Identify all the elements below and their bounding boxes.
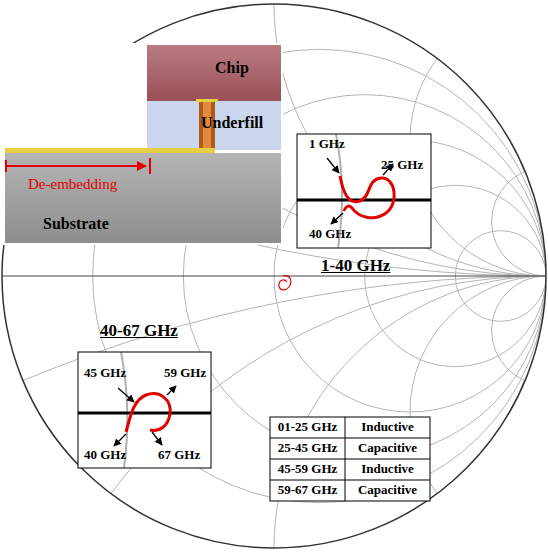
frequency-label: 40 GHz: [309, 227, 351, 242]
inset-heading: 1-40 GHz: [321, 256, 390, 276]
reactance-arc: [0, 276, 548, 553]
table-cell: 59-67 GHz: [278, 483, 338, 498]
substrate-layer: Substrate: [5, 153, 281, 243]
reactance-arc: [492, 276, 548, 385]
reactance-arc: [492, 167, 548, 276]
leader-arrow: [118, 388, 134, 402]
layer-name: Underfill: [201, 114, 263, 132]
reactance-arc: [2, 276, 548, 553]
chip-pad: [196, 99, 218, 102]
substrate-body: [5, 153, 281, 243]
reactance-arc: [0, 0, 548, 276]
inset-border: [78, 352, 211, 468]
frequency-label: 40 GHz: [84, 448, 126, 463]
leader-arrow: [114, 434, 126, 446]
impedance-trace: [126, 394, 170, 432]
chip-layer: Chip: [147, 45, 281, 101]
dimension-label: De-embedding: [28, 176, 117, 193]
chip-body: [147, 45, 281, 101]
reactance-arc: [2, 0, 548, 276]
frequency-label: 45 GHz: [84, 366, 126, 381]
table-cell: Inductive: [361, 420, 414, 435]
table-cell: 45-59 GHz: [278, 462, 338, 477]
table-cell: 01-25 GHz: [278, 420, 338, 435]
de-embedding-arrow: [6, 165, 146, 167]
cross-section-ground: [3, 43, 283, 245]
inset-ground: [297, 134, 431, 248]
table-cell: Capacitive: [358, 441, 417, 456]
impedance-trace: [279, 276, 291, 290]
table-rule: [270, 480, 430, 481]
leader-arrow: [152, 432, 162, 445]
zoom-inset: 1 GHz25 GHz40 GHz1-40 GHz: [297, 134, 431, 248]
real-axis: [78, 412, 211, 415]
leader-arrow: [167, 386, 176, 395]
impedance-trace: [340, 176, 394, 218]
table-cell: 25-45 GHz: [278, 441, 338, 456]
frequency-label: 25 GHz: [381, 158, 423, 173]
table-rule: [270, 438, 430, 439]
underfill-body: [147, 101, 281, 150]
frequency-label: 1 GHz: [309, 137, 345, 152]
zoom-inset: 40-67 GHz45 GHz59 GHz40 GHz67 GHz: [78, 352, 211, 468]
frequency-label: 67 GHz: [158, 448, 200, 463]
underfill-layer: Underfill: [147, 101, 281, 150]
signal-trace: [5, 148, 215, 153]
inset-ground: [78, 352, 211, 468]
reactance-arc: [410, 276, 548, 548]
table-cell: Capacitive: [358, 483, 417, 498]
inset-heading: 40-67 GHz: [100, 321, 178, 341]
layer-name: Substrate: [43, 215, 109, 233]
de-embedding-tick: [149, 158, 151, 174]
layer-name: Chip: [215, 59, 249, 77]
inset-border: [297, 134, 431, 248]
table-cell: Inductive: [361, 462, 414, 477]
leader-arrow: [327, 158, 339, 173]
smith-outer-circle: [2, 4, 546, 548]
table-frame: [270, 417, 430, 501]
table-rule: [270, 459, 430, 460]
frequency-label: 59 GHz: [164, 366, 206, 381]
real-axis: [2, 276, 546, 277]
leader-arrow: [331, 213, 343, 224]
